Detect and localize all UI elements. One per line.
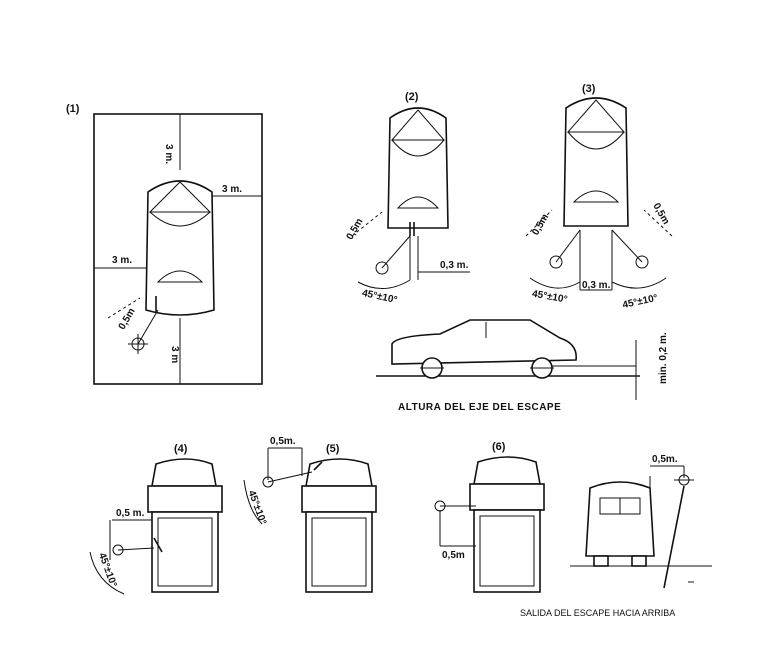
figure-1-dim-right: 3 m. [222,184,242,195]
figure-1-rear-window [156,270,204,283]
figure-6: (6) 0,5m [434,441,545,593]
figure-2-lateral: 0,3 m. [440,260,469,271]
figure-6-body [473,509,541,593]
figure-2-offset: 0,5m [345,217,366,242]
figure-6-cab [473,456,541,485]
figure-4-number: (4) [174,443,188,455]
figure-1-number: (1) [66,103,80,115]
figure-4-cab [151,458,217,487]
figure-3-center: 0,3 m. [582,280,611,291]
figure-2-number: (2) [405,91,419,103]
figure-5-offset: 0,5m. [270,436,296,447]
figure-5-body [305,511,373,593]
figure-1-dim-left: 3 m. [112,255,132,266]
figure-3-offset-right: 0,5m [650,201,671,226]
figure-3-number: (3) [582,83,596,95]
figure-5-angle: 45°±10° [246,489,269,526]
figure-6-offset: 0,5m [442,550,465,561]
bottom-caption: SALIDA DEL ESCAPE HACIA ARRIBA [520,608,675,618]
figure-7-exhaust-pipe [663,485,685,589]
figure-6-number: (6) [492,441,506,453]
figure-3-offset-left: 0,5m [530,212,551,237]
figure-1-clearance-box [93,113,263,385]
side-view-car [391,319,577,365]
figure-2-car [387,107,449,229]
figure-3: (3) 0,5m 0,5m 0,3 m. 45°±10° 45°±10° [525,83,673,311]
figure-3-angle-right: 45°±10° [622,293,659,311]
figure-4-body [151,511,219,593]
side-view-caption: ALTURA DEL EJE DEL ESCAPE [398,402,561,413]
figure-5-number: (5) [326,443,340,455]
figure-1-car [145,180,215,316]
figure-1-windshield [148,181,212,213]
side-view-min-height: min. 0,2 m. [658,332,669,384]
figure-3-exhaust-right [635,255,649,269]
figure-5: (5) 0,5m. 45°±10° [243,436,377,593]
figure-2-angle: 45°±10° [361,288,398,306]
figure-7-truck-rear [585,481,655,557]
figure-3-angle-left: 45°±10° [531,289,568,306]
figure-3-exhaust-left [549,255,563,269]
figure-4-angle: 45°±10° [96,551,119,588]
figure-7-offset: 0,5m. [652,454,678,465]
figure-4: (4) 0,5 m. 45°±10° [89,443,223,595]
side-view: min. 0,2 m. ALTURA DEL EJE DEL ESCAPE [376,319,669,413]
figure-4-offset: 0,5 m. [116,508,145,519]
figure-5-exhaust-point [262,476,274,488]
figure-2-exhaust-point [375,261,389,275]
figure-1-dim-top: 3 m. [163,144,174,164]
figure-5-cab [305,458,373,487]
figure-4-exhaust-point [112,544,124,556]
figure-7: 0,5m. [570,454,712,589]
figure-1-dim-bottom: 3 m [169,346,180,363]
figure-1: (1) 3 m. 3 m. 3 m. 3 m 0,5m [66,103,263,385]
figure-3-car [563,97,629,227]
figure-2: (2) 0,5m 0,3 m. 45°±10° [345,91,470,306]
